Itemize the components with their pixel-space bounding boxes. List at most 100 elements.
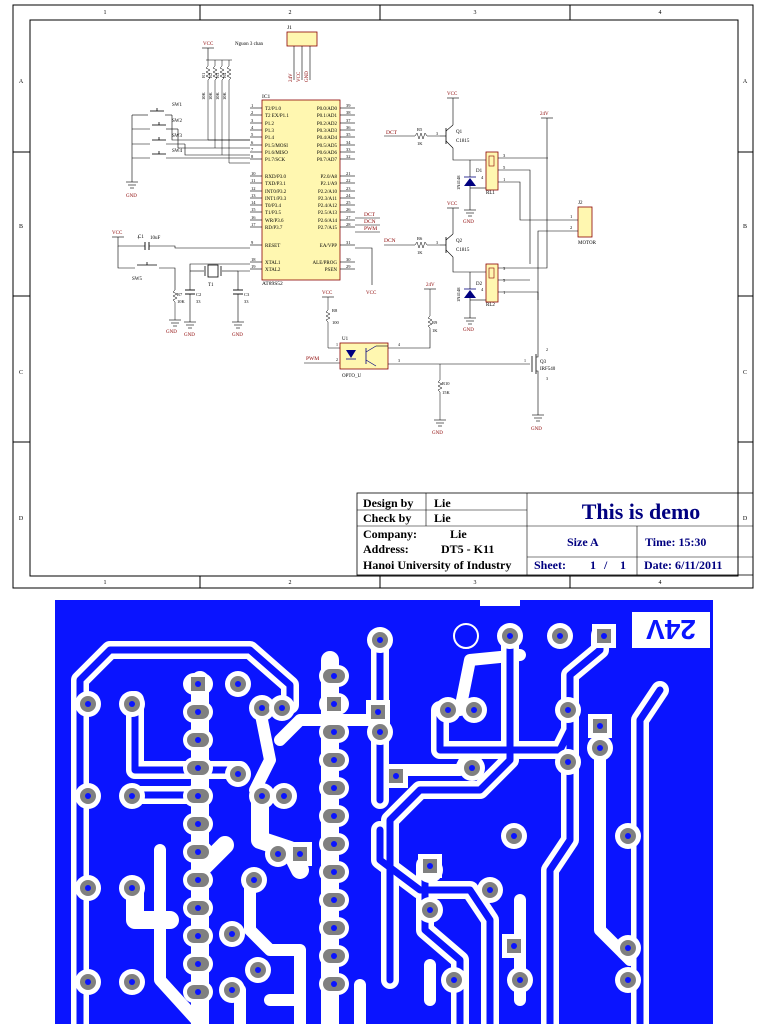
net-dcn: DCN — [364, 219, 376, 225]
j1-pin: GND — [305, 71, 310, 82]
r7-ref: R7 — [177, 292, 183, 297]
j2-motor-connector: J2 MOTOR 1 2 — [519, 200, 597, 300]
row-label: B — [743, 224, 747, 230]
relay-pin: 4 — [481, 175, 484, 180]
row-label: B — [19, 224, 23, 230]
t1-label: T1 — [208, 283, 214, 288]
q2-part: C1815 — [456, 248, 470, 253]
q2-ref: Q2 — [456, 239, 463, 244]
ic-pin-name: T1/P3.5 — [265, 211, 281, 216]
r10-ref: R10 — [442, 381, 450, 386]
ic-pin-number: 7 — [251, 147, 254, 152]
pcb-copper-layer: 24V — [55, 600, 713, 1029]
net-dcn: DCN — [384, 238, 396, 244]
q3-part: IRF540 — [540, 367, 556, 372]
relay-pin: 1 — [503, 290, 505, 295]
ic-pin-name: P0.3/AD3 — [317, 129, 338, 134]
u1-part: OPTO_U — [342, 374, 361, 379]
col-label: 4 — [659, 10, 662, 16]
gnd-label: GND — [126, 194, 137, 199]
gnd-label: GND — [184, 333, 195, 338]
sw1-label: SW1 — [172, 103, 183, 108]
row-label: D — [743, 516, 748, 522]
ic-pin-number: 8 — [251, 154, 254, 159]
design-by-value: Lie — [434, 496, 451, 510]
u1-ref: U1 — [342, 337, 349, 342]
r4-value: 10K — [222, 92, 227, 101]
j2-pin: 1 — [570, 214, 572, 219]
vcc-label: VCC — [447, 202, 458, 207]
ic-pin-name: PSEN — [325, 268, 338, 273]
vcc-label: VCC — [112, 231, 123, 236]
v24-label: 24V — [540, 112, 549, 117]
ic-pin-name: P2.7/A15 — [318, 226, 338, 231]
u1-pin: 4 — [398, 342, 400, 347]
address-value: DT5 - K11 — [441, 542, 494, 556]
ic-pin-number: 28 — [346, 222, 351, 227]
ic-pin-number: 2 — [251, 110, 253, 115]
relay-driver-2: DCN R6 1K 3 Q2 C1815 VCC 1N4148 D2 GND R… — [384, 202, 539, 333]
svg-text:3: 3 — [436, 131, 438, 136]
vcc-label: VCC — [366, 291, 377, 296]
ic-pin-name: P0.1/AD1 — [317, 114, 338, 119]
net-pwm: PWM — [306, 356, 319, 362]
check-by-value: Lie — [434, 511, 451, 525]
ic-pin-number: 10 — [251, 171, 256, 176]
net-dct: DCT — [386, 130, 398, 136]
q1-part: C1815 — [456, 139, 470, 144]
ic-pin-name: T2/P1.0 — [265, 107, 281, 112]
ic-pin-name: T2 EX/P1.1 — [265, 114, 289, 119]
j1-connector: J1 Nguon 3 chan 24V VCC GND — [235, 25, 318, 82]
ic-pin-number: 6 — [251, 140, 254, 145]
ic-pin-name: RXD/P3.0 — [265, 175, 286, 180]
sheet-total: 1 — [620, 558, 626, 572]
c2-ref: C2 — [196, 292, 201, 297]
sheet-separator: / — [603, 558, 608, 572]
r7-value: 10K — [177, 299, 186, 304]
vcc-label: VCC — [322, 291, 333, 296]
ic-pin-name: P2.6/A14 — [318, 219, 338, 224]
relay-pin: 5 — [503, 278, 506, 283]
opto-mosfet-stage: VCC R8 100 PWM U1 OPTO_U 1 2 3 4 24V R9 … — [304, 283, 556, 436]
ic-pin-number: 23 — [346, 186, 351, 191]
reset-crystal-circuit: VCC + C1 10uF SW5 R7 10K GND T1 C2 33 C3… — [112, 231, 377, 338]
u1-pin: 3 — [398, 358, 400, 363]
ic-pin-number: 21 — [346, 171, 351, 176]
ic-pin-name: P2.5/A13 — [318, 211, 338, 216]
sheet-time: Time: 15:30 — [645, 535, 706, 549]
q3-ref: Q3 — [540, 360, 547, 365]
ic-pin-number: 13 — [251, 193, 256, 198]
ic-pin-number: 32 — [346, 154, 351, 159]
ic1-part: AT89S52 — [262, 281, 283, 287]
ic-pin-number: 11 — [251, 178, 255, 183]
ic-pin-name: P2.2/A10 — [318, 190, 338, 195]
v24-label: 24V — [426, 283, 435, 288]
u1-pin: 1 — [336, 342, 338, 347]
ic-pin-name: P0.7/AD7 — [317, 158, 338, 163]
svg-text:+: + — [137, 236, 141, 242]
relay-pin: 3 — [503, 266, 506, 271]
ic-pin-name: P1.3 — [265, 129, 275, 134]
gnd-label: GND — [432, 431, 443, 436]
relay-pin: 1 — [503, 177, 505, 182]
svg-text:3: 3 — [436, 240, 438, 245]
d1-ref: D1 — [476, 169, 483, 174]
ic-pin-number: 24 — [346, 193, 351, 198]
gnd-label: GND — [463, 220, 474, 225]
ic-net-labels: DCT DCN PWM — [355, 212, 380, 233]
j1-pin: 24V — [289, 73, 294, 82]
ic-pin-number: 30 — [346, 257, 351, 262]
ic-pin-name: P0.5/AD5 — [317, 144, 338, 149]
relay-pin: 3 — [503, 153, 506, 158]
col-label: 4 — [659, 580, 662, 586]
ic-pin-number: 16 — [251, 215, 256, 220]
ic-pin-number: 3 — [251, 118, 254, 123]
j1-pin: VCC — [297, 71, 302, 82]
row-label: A — [19, 79, 24, 85]
r2-value: 10K — [208, 92, 213, 101]
ic-pin-name: INT0/P3.2 — [265, 190, 287, 195]
sheet-label: Sheet: — [534, 558, 566, 572]
gnd-label: GND — [166, 330, 177, 335]
q3-pin: 3 — [546, 376, 548, 381]
